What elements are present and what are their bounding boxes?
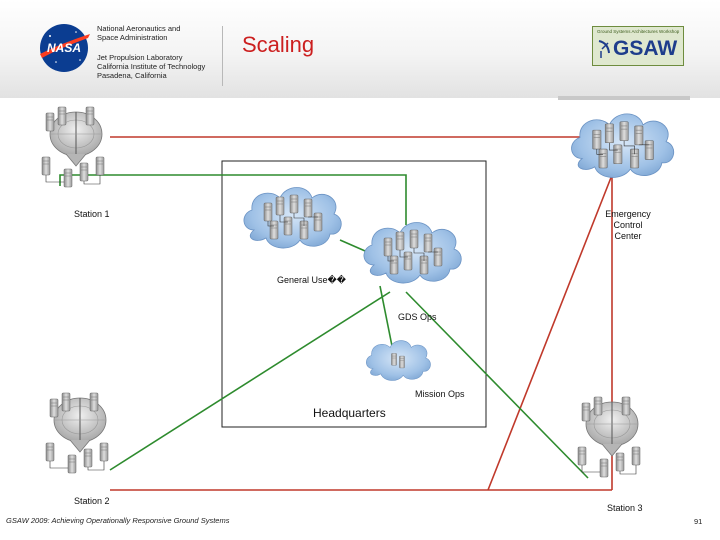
slide-header: NASA National Aeronautics and Space Admi…	[0, 0, 720, 98]
nasa-logo: NASA	[40, 24, 90, 72]
gsaw-logo: Ground Systems Architectures Workshop GS…	[592, 26, 684, 66]
mission-ops-label: Mission Ops	[415, 389, 465, 399]
satellite-dish-icon	[598, 40, 610, 58]
lab-name-line-1: Jet Propulsion Laboratory	[97, 53, 183, 62]
link-gds-station3	[405, 291, 589, 479]
svg-text:NASA: NASA	[47, 41, 81, 55]
station-3-dish-icon	[578, 397, 640, 477]
link-ecc-station3	[487, 174, 613, 491]
lab-name-line-2: California Institute of Technology	[97, 62, 206, 71]
station-2-label: Station 2	[74, 496, 110, 506]
org-name-line-2: Space Administration	[97, 33, 168, 42]
slide-title: Scaling	[242, 32, 315, 57]
emergency-control-center-cloud	[571, 113, 675, 178]
lab-name-line-3: Pasadena, California	[97, 71, 167, 80]
ecc-label-line-2: Control	[613, 220, 643, 230]
gsaw-logo-caption: Ground Systems Architectures Workshop	[597, 29, 680, 34]
station-3-label: Station 3	[607, 503, 643, 513]
station-1-label: Station 1	[74, 209, 110, 219]
gds-ops-label: GDS Ops	[398, 312, 437, 322]
link-station2-gds	[109, 291, 391, 471]
header-divider	[222, 26, 223, 86]
general-use-cloud	[243, 187, 342, 249]
gds-ops-cloud	[363, 222, 462, 284]
red-links	[110, 136, 613, 491]
org-name-line-1: National Aeronautics and	[97, 24, 181, 33]
page-number: 91	[694, 517, 703, 526]
mission-ops-cloud	[366, 340, 431, 381]
ecc-label-line-1: Emergency	[605, 209, 651, 219]
station-2-dish-icon	[46, 393, 108, 473]
gsaw-logo-text: GSAW	[613, 37, 678, 60]
headquarters-boundary	[221, 160, 487, 428]
footer-text: GSAW 2009: Achieving Operationally Respo…	[6, 516, 230, 525]
header-accent-bar	[558, 96, 690, 100]
link-gds-mission	[379, 285, 393, 347]
link-station1-gds	[59, 174, 407, 225]
green-links	[59, 174, 589, 479]
headquarters-label: Headquarters	[313, 406, 386, 420]
ecc-label-line-3: Center	[614, 231, 642, 241]
emergency-control-center-label: Emergency Control Center	[596, 209, 660, 242]
general-use-label: General Use��	[277, 275, 346, 285]
